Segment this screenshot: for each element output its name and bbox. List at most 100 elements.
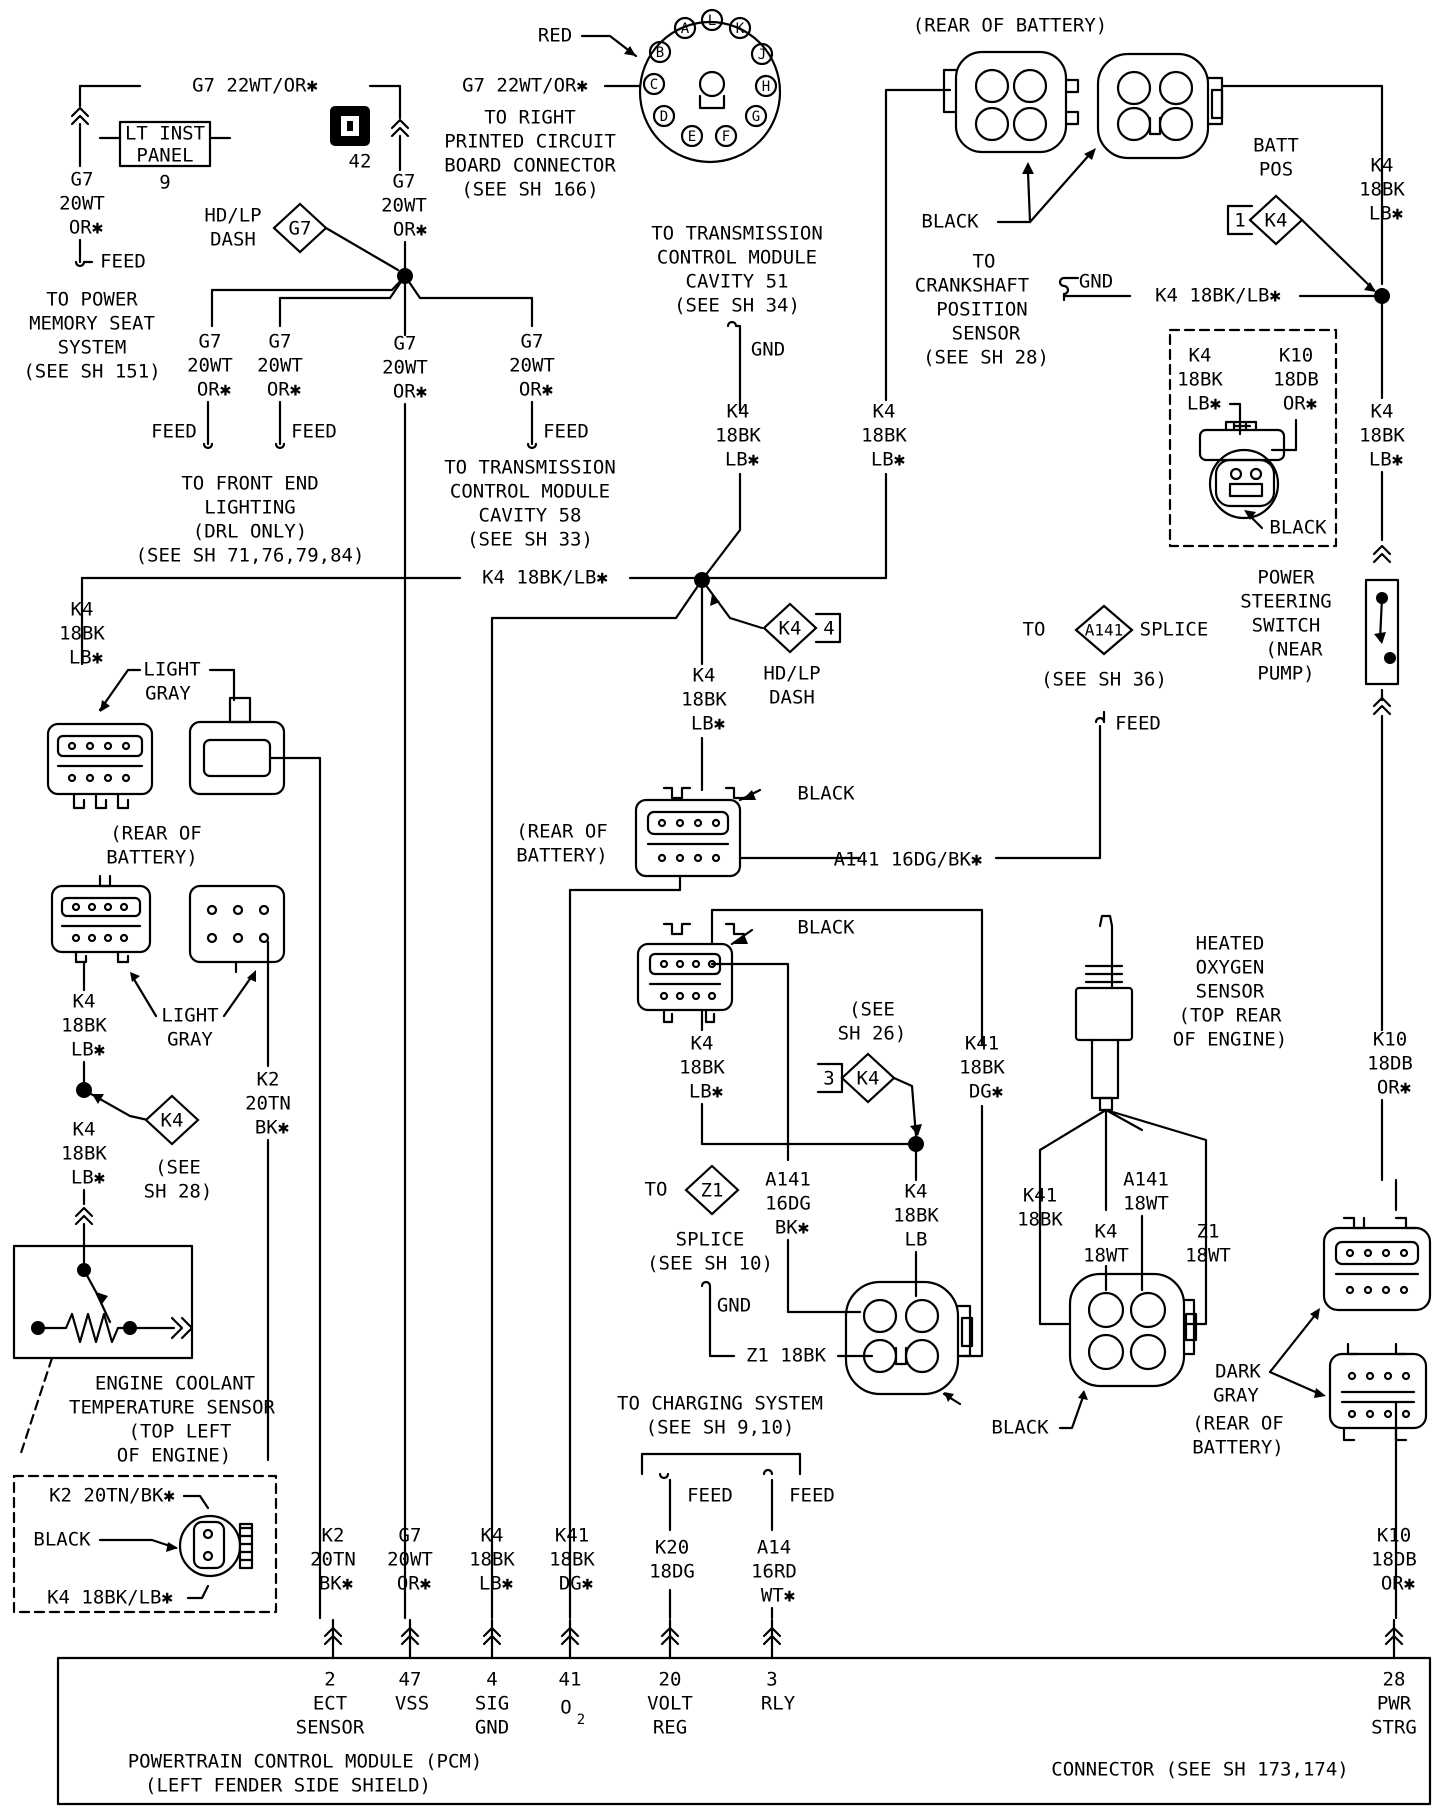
power-memory-3: SYSTEM [58,337,127,359]
a141-wire: A141 16DG/BK✱ [834,849,983,871]
lt-inst-panel: LT INST PANEL 9 [98,120,232,194]
k4-ps-1: K4 [1371,401,1394,423]
pin-2-l1: ECT [313,1693,347,1715]
k4-crank-label: K4 18BK/LB✱ [1155,285,1281,307]
gnd-crank: GND [1079,271,1113,293]
front-end-3: (DRL ONLY) [193,521,307,543]
ect-3: (TOP LEFT [129,1421,232,1443]
rear-battery-center-1: (REAR OF [516,821,608,843]
ps-1: POWER [1257,567,1315,589]
o2-connector-right [1068,1272,1198,1388]
z1-diamond-label: Z1 [701,1180,724,1202]
ho2s-5: OF ENGINE) [1173,1029,1287,1051]
pin2-wire-1: K2 [322,1525,345,1547]
ps-k10-3: OR✱ [1283,393,1317,415]
a141-16dg-1: A141 [765,1169,811,1191]
pin41-wire-3: DG✱ [559,1573,593,1595]
light-gray-top-1: LIGHT [143,659,200,681]
pin2-wire-2: 20TN [310,1549,356,1571]
g7-b2-3: OR✱ [267,379,301,401]
feed-label-a141: FEED [1115,713,1161,735]
center-connector-upper: BLACK (REAR OF BATTERY) A141 16DG/BK✱ FE… [516,604,1208,1620]
ps-k4-2: 18BK [1177,369,1223,391]
pin-28-l2: STRG [1371,1717,1417,1739]
g7-b1-2: 20WT [187,355,233,377]
right-pcb-3: BOARD CONNECTOR [444,155,616,177]
pcm-box: POWERTRAIN CONTROL MODULE (PCM) (LEFT FE… [56,1656,1432,1806]
light-gray-bot-1: LIGHT [161,1005,218,1027]
pcm-terminals [323,1618,1404,1660]
feed-label-b2: FEED [291,421,337,443]
g7-center-20wt-1: G7 [393,171,416,193]
light-gray-top-2: GRAY [145,683,191,705]
g7-left-wire: G7 22WT/OR✱ [192,75,318,97]
pin-4-num: 4 [486,1669,497,1691]
crank-2: CRANKSHAFT [915,275,1029,297]
pin-2-num: 2 [324,1669,335,1691]
g7-b3-1: G7 [394,333,417,355]
pin-3-l1: RLY [761,1693,796,1715]
k4-left3-1: K4 [73,1119,96,1141]
ho2s-3: SENSOR [1196,981,1265,1003]
ect-1: ENGINE COOLANT [95,1373,255,1395]
pin-28-l1: PWR [1377,1693,1412,1715]
pin-20-l1: VOLT [647,1693,693,1715]
see-sh26-2: SH 26) [838,1023,907,1045]
k4-left2-3: LB✱ [71,1039,105,1061]
pin47-wire-1: G7 [399,1525,422,1547]
crank-5: (SEE SH 28) [923,347,1049,369]
black-o2-center: BLACK [991,1417,1049,1439]
g7-circuit: RED A L K B J C H D G E F G7 22WT/OR [23,8,782,1620]
pcm-pins: 2 ECT SENSOR 47 VSS 4 SIG GND 41 O 2 20 … [296,1669,1417,1739]
tcm58-4: (SEE SH 33) [467,529,593,551]
pin3-wire-1: A14 [757,1537,791,1559]
power-steering-switch: POWER STEERING SWITCH (NEAR PUMP) [1240,544,1400,1032]
k4-down-1: K4 [693,665,716,687]
k4-lower-2: 18BK [679,1057,725,1079]
pin2-wire-3: BK✱ [319,1573,353,1595]
power-memory-2: MEMORY SEAT [29,313,155,335]
ho2s-w3-1: A141 [1123,1169,1169,1191]
ho2s-2: OXYGEN [1196,957,1265,979]
k4-lower-1: K4 [691,1033,714,1055]
a141-16dg-2: 16DG [765,1193,811,1215]
hdlp-dash-g7-1: HD/LP [204,205,261,227]
ect-conn-black: BLACK [33,1529,91,1551]
k4-diamond-hdlp: K4 [779,618,802,640]
tcm51-3: CAVITY 51 [686,271,789,293]
ps-5: PUMP) [1257,663,1314,685]
a141-splice-see: (SEE SH 36) [1041,669,1167,691]
pin3-wire-2: 16RD [751,1561,797,1583]
pin-4-l1: SIG [475,1693,509,1715]
g7-b2-1: G7 [269,331,292,353]
crank-3: POSITION [936,299,1028,321]
k4-network: TO TRANSMISSION CONTROL MODULE CAVITY 51… [80,88,952,1620]
ps-k10-2: 18DB [1273,369,1319,391]
charging-system: TO CHARGING SYSTEM (SEE SH 9,10) FEED FE… [617,1393,835,1620]
dark-gray-3: (REAR OF [1192,1413,1284,1435]
red-label: RED [538,25,572,47]
cluster-pin-f: F [722,129,730,145]
k41-right-1: K41 [965,1033,999,1055]
cluster-pin-a: A [681,21,690,37]
z1-splice: TO Z1 SPLICE (SEE SH 10) GND Z1 18BK [645,1164,874,1367]
ect-conn-k4: K4 18BK/LB✱ [47,1587,173,1609]
k4-tcm-3: LB✱ [725,449,759,471]
feed-k20: FEED [687,1485,733,1507]
feed-label-left: FEED [100,251,146,273]
pcm-label-line2: (LEFT FENDER SIDE SHIELD) [145,1775,431,1797]
k4-ps-2: 18BK [1359,425,1405,447]
z1-splice-see: (SEE SH 10) [647,1253,773,1275]
splice-42-num: 42 [349,151,372,173]
black-battery: BLACK [921,211,979,233]
g7-left-20wt-1: G7 [71,169,94,191]
see-sh26-1: (SEE [849,999,895,1021]
feed-label-b1: FEED [151,421,197,443]
ho2s-w2-1: K4 [1095,1221,1118,1243]
ps-k10-1: K10 [1279,345,1313,367]
cluster-pin-g: G [752,109,760,125]
ect-4: OF ENGINE) [117,1445,231,1467]
front-end-1: TO FRONT END [181,473,318,495]
power-memory-4: (SEE SH 151) [23,361,160,383]
